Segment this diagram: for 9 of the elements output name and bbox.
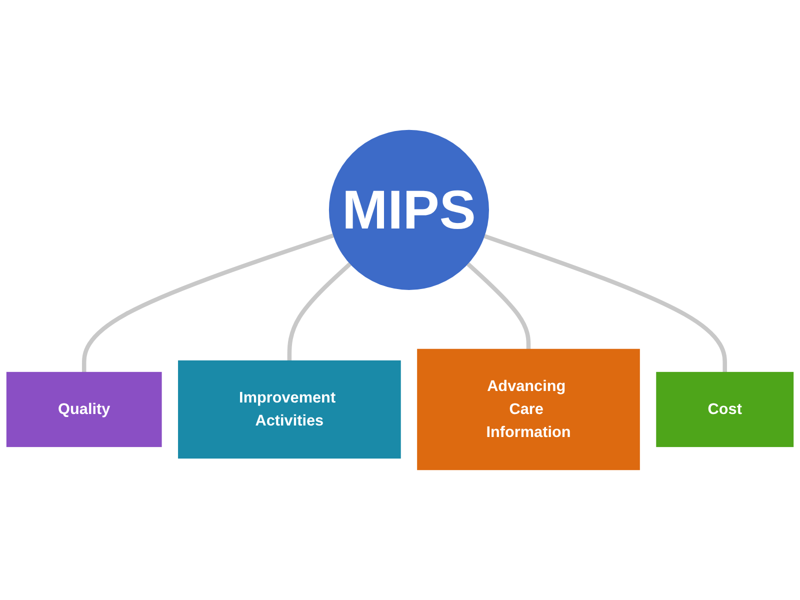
- node-box: Cost: [656, 372, 794, 448]
- node-circle: MIPS: [328, 130, 489, 290]
- connector: [466, 262, 531, 350]
- node-box: Quality: [6, 372, 162, 448]
- connector: [287, 262, 352, 361]
- node-box: Improvement Activities: [178, 360, 401, 459]
- connector: [82, 233, 334, 372]
- node-box: Advancing Care Information: [417, 348, 640, 470]
- connector: [483, 234, 727, 372]
